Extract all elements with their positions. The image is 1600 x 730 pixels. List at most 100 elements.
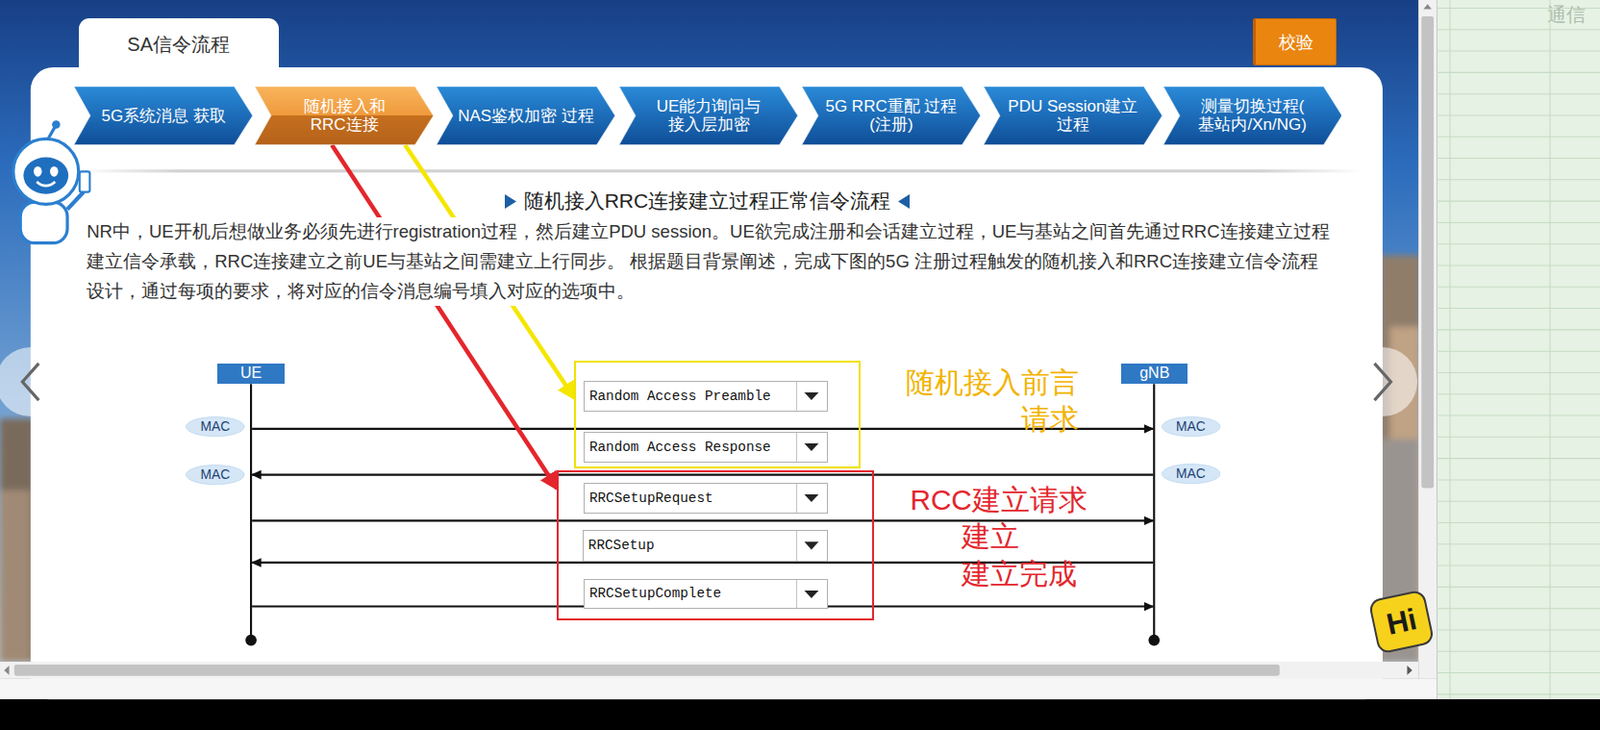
sheet-gridline [1449,0,1450,700]
dropdown-arrow [803,590,819,599]
mac-ellipse: MAC [1161,416,1222,437]
section-title: 随机接入RRC连接建立过程正常信令流程 [524,187,892,215]
step-chevron: NAS鉴权加密 过程 [436,86,616,145]
step-label: NAS鉴权加密 过程 [454,106,599,125]
chevron-shape [254,86,434,145]
sheet-gridline [1436,628,1600,630]
sheet-gridline [1436,200,1600,202]
step-chevron: 5G RRC重配 过程(注册) [801,86,981,145]
chevron-shape [801,86,981,145]
dropdown-button [796,579,827,609]
title-marker [898,194,910,209]
message-name: RRCSetupRequest [584,490,797,506]
annotation-text: RCC建立请求 建立 建立完成 [909,481,1161,594]
ellipse-shape [186,464,245,484]
sheet-gridline [1436,457,1600,459]
window-strip [0,678,1437,700]
content-panel [30,67,1383,700]
scrollbar [1423,3,1431,9]
step-label: 测量切换过程( 基站内/Xn/NG) [1180,97,1325,134]
dropdown-arrow [803,392,819,400]
ellipse-shape [1161,416,1220,436]
mac-ellipse: MAC [1161,463,1222,484]
message-name: RRCSetup [583,537,797,553]
button-label: 校验 [1278,30,1314,54]
step-chevron: UE能力询问与 接入层加密 [619,86,799,145]
sheet-gridline [1436,372,1600,374]
sheet-gridline [1436,264,1600,266]
dropdown-button [796,432,827,462]
mac-ellipse: MAC [185,464,246,485]
scrollbar [1418,0,1437,679]
chevron-shape [1163,86,1343,145]
message-arrow [251,427,1153,430]
title-marker [504,194,517,209]
sheet-gridline [1436,500,1600,502]
scrollbar [0,661,1419,679]
instruction-text: NR中，UE开机后想做业务必须先进行registration过程，然后建立PDU… [86,217,1330,306]
step-chevron: PDU Session建立 过程 [983,86,1163,145]
lifeline [1148,634,1160,647]
sheet-grid [1436,0,1600,700]
lifeline [250,383,252,640]
dropdown-button [796,530,798,561]
title-bar: 随机接入RRC连接建立过程正常信令流程 [0,187,1415,215]
nav-arrow [1348,347,1418,417]
sheet-gridline [1436,50,1600,52]
nav-arrow [0,347,66,417]
sheet-gridline [1436,393,1600,395]
sheet-gridline [1436,565,1600,567]
dropdown-arrow [803,443,819,451]
dropdown-button [796,530,827,561]
dropdown-button [796,483,827,513]
layer-label: MAC [200,467,231,482]
lifeline [245,634,257,647]
screen-border [0,699,1600,730]
robot-mascot [79,171,91,192]
robot-mascot [13,138,79,204]
nav-arrow [22,363,39,400]
scrollbar [14,664,1280,676]
step-chevron: 测量切换过程( 基站内/Xn/NG) [1163,86,1343,145]
step-label: UE能力询问与 接入层加密 [637,97,781,134]
robot-mascot [67,192,84,210]
layer-label: MAC [1175,419,1206,434]
annotation-frame: 随机接入前言 请求Random Access PreambleRandom Ac… [574,360,860,469]
scrollbar [0,0,1437,679]
message-arrow [251,474,1153,476]
scrollbar [1421,16,1434,488]
sheet-gridline [1436,178,1600,180]
message-name: Random Access Response [584,439,797,455]
annotation-frame: RCC建立请求 建立 建立完成RRCSetupRequestRRCSetupRR… [556,470,875,621]
message-name: RRCSetupComplete [584,585,797,601]
chevron-shape [983,86,1163,145]
sheet-gridline [1436,243,1600,245]
dropdown-button [796,432,798,462]
entity-box: gNB [1121,363,1188,384]
entity-label: UE [240,364,262,382]
sheet-gridline [1436,543,1600,545]
dropdown-button [796,381,798,411]
city-backdrop [0,490,31,662]
sheet-gridline [1436,28,1600,30]
page-tab: SA信令流程 [78,18,279,72]
chevron-shape [619,86,799,145]
robot-mascot [36,181,55,186]
step-label: 5G系统消息 获取 [92,106,236,125]
title-marker [898,194,910,209]
robot-mascot [20,201,68,243]
ellipse-shape [1161,463,1220,483]
lifeline [1152,383,1155,640]
label-holder: NR中，UE开机后想做业务必须先进行registration过程，然后建立PDU… [86,217,1330,306]
annotation-arrow [331,145,557,489]
message-dropdown: Random Access Preamble [583,380,828,412]
sheet-gridline [1436,693,1600,695]
watermark: 通信 [1547,1,1599,28]
message-name: Random Access Preamble [584,388,797,404]
sheet-gridline [1436,650,1600,652]
robot-mascot [33,166,42,177]
scrollbar [3,665,9,675]
